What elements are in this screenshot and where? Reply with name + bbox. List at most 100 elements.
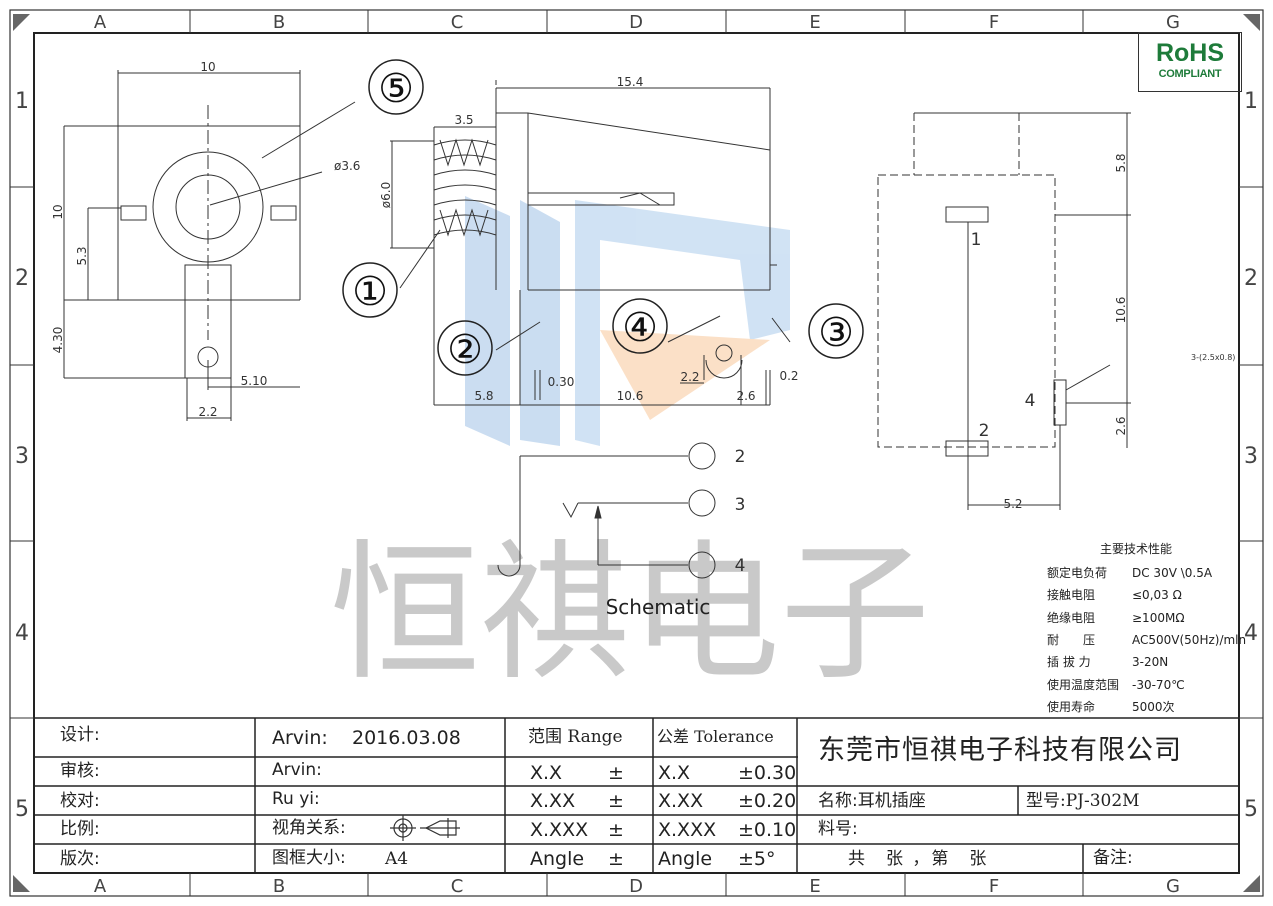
tolerance-value: ±0.10 [738,819,797,841]
company-name: 东莞市恒祺电子科技有限公司 [818,735,1182,766]
row-label: 1 [1244,89,1258,114]
row-label: 1 [15,89,29,114]
rohs-compliant-text: COMPLIANT [1158,68,1222,80]
spec-label: 使用温度范围 [1047,677,1120,692]
frame-label: 图框大小: [272,848,346,868]
column-label: G [1166,12,1180,33]
column-label: D [629,876,643,897]
rohs-text: RoHS [1155,39,1225,67]
row-label: 5 [15,797,29,822]
front-view [63,70,356,421]
callout-3: ③ [818,310,854,356]
spec-value: ≤0,03 Ω [1132,588,1182,603]
row-label: 3 [15,444,29,469]
range-symbol: ± [608,790,624,812]
dim-seg2: 10.6 [617,389,644,403]
dim-bottom-offset: 4.30 [51,327,65,354]
tolerance-value: ±0.30 [738,762,797,784]
schematic-title: Schematic [606,595,711,619]
dim-width: 5.2 [1003,497,1022,511]
tolerance-format: X.X [658,762,691,784]
scale-label: 比例: [60,819,100,839]
watermark-logo [465,196,790,446]
dim-bottom: 2.6 [1114,416,1128,435]
schematic-pin-2: 2 [735,447,746,467]
dim-tip: 0.2 [779,369,798,383]
spec-value: -30-70℃ [1132,677,1185,692]
projection-symbol [390,815,460,841]
remarks-label: 备注: [1093,848,1133,868]
corner-mark [1243,875,1260,892]
range-header: 范围 Range [528,727,623,747]
product-name: 名称:耳机插座 [818,791,926,811]
dim-seg1: 5.8 [474,389,493,403]
check-label: 校对: [60,791,100,811]
dim-thread-len: 3.5 [454,113,473,127]
tolerance-format: X.XXX [658,819,717,841]
spec-value: 3-20N [1132,655,1169,670]
spec-label: 插 拔 力 [1047,655,1091,670]
column-label: D [629,12,643,33]
column-label: A [94,876,107,897]
dim-top-width: 10 [200,60,215,74]
dim-center-height: 5.3 [75,246,89,265]
dim-gap: 0.30 [548,375,575,389]
spec-label: 使用寿命 [1047,699,1096,714]
tolerance-header: 公差 Tolerance [657,727,774,746]
version-label: 版次: [60,849,100,869]
corner-mark [1243,14,1260,31]
callout-1: ① [352,269,388,315]
column-label: A [94,12,107,33]
column-label: F [989,876,999,897]
spec-label: 额定电负荷 [1047,566,1108,580]
dim-pin-w: 2.2 [680,370,699,384]
dim-pin-width: 2.2 [198,405,217,419]
designer-value: Arvin: [272,727,328,749]
spec-value: ≥100MΩ [1132,610,1185,625]
column-label: E [809,12,820,33]
row-label: 2 [15,266,29,291]
row-label: 5 [1244,797,1258,822]
callout-5: ⑤ [378,66,414,112]
spec-value: AC500V(50Hz)/mln [1132,632,1247,647]
frame-size: A4 [385,849,409,869]
view-label: 视角关系: [272,818,346,838]
tolerance-value: ±5° [738,848,776,870]
row-label: 3 [1244,444,1258,469]
dim-slot: 3-(2.5x0.8) [1191,353,1235,362]
inner-border [33,32,1240,874]
row-label: 4 [15,621,29,646]
side-view [390,80,791,406]
dim-hole: ø3.6 [334,159,360,173]
dim-thread-dia: ø6.0 [379,182,393,208]
corner-mark [13,14,30,31]
column-label: B [273,876,285,897]
range-symbol: ± [608,819,624,841]
spec-value: DC 30V \0.5A [1132,566,1213,580]
schematic-diagram [497,442,716,579]
pin-label-1: 1 [971,230,982,250]
row-label: 4 [1244,621,1258,646]
bottom-view [877,112,1131,510]
callout-4: ④ [622,305,658,351]
range-symbol: ± [608,848,624,870]
dim-pin-offset: 5.10 [241,374,268,388]
column-label: C [451,876,464,897]
range-format: X.X [530,762,563,784]
dim-middle: 10.6 [1114,297,1128,324]
checker-value: Ru yi: [272,789,320,809]
specs-heading: 主要技术性能 [1100,542,1173,556]
spec-value: 5000次 [1132,699,1175,714]
dim-top: 5.8 [1114,153,1128,172]
column-label: E [809,876,820,897]
range-format: X.XX [530,790,576,812]
tolerance-format: Angle [658,848,713,870]
title-block-grid [34,717,1239,873]
dim-height: 10 [51,204,65,219]
column-ticks [10,10,1263,896]
callout-2: ② [447,327,483,373]
schematic-pin-4: 4 [735,556,746,576]
corner-mark [13,875,30,892]
sheet-count: 共 张 ，第 张 [848,849,989,869]
